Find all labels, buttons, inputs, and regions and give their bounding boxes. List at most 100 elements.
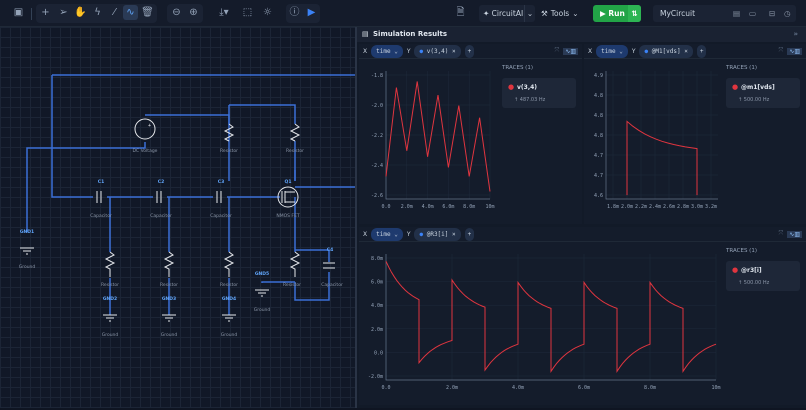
x-select[interactable]: time ⌄ (596, 44, 628, 58)
x-select-value: time (601, 47, 616, 55)
axes (605, 71, 718, 200)
component-ref: GND4 (222, 296, 236, 302)
sun-icon[interactable]: ☼ (263, 7, 272, 18)
trace-line (385, 261, 717, 374)
axes (385, 71, 490, 200)
run-options-icon[interactable]: ⇅ (628, 5, 641, 22)
select-box-icon[interactable]: ⬚ (242, 7, 253, 18)
nmos-fet-q1[interactable] (277, 186, 299, 208)
play-icon[interactable]: ▶ (307, 7, 316, 18)
resistor-2[interactable] (289, 123, 301, 142)
run-button[interactable]: ▶ Run⇅ (593, 5, 641, 22)
collapse-icon[interactable]: » (793, 30, 798, 38)
trace-color-dot-icon: ● (732, 266, 739, 274)
resistor-3[interactable] (104, 251, 116, 277)
dc-voltage-source[interactable] (134, 118, 156, 140)
download-icon[interactable]: ⤓▾ (219, 7, 229, 18)
trace-card[interactable]: ● @m1[vds] ↑ 500.00 Hz (726, 78, 800, 108)
y-tick-label: 6.0m (371, 280, 383, 286)
resistor-6[interactable] (289, 251, 301, 277)
folder-icon[interactable]: ▭ (749, 9, 757, 18)
waveform-icon[interactable]: ∿ (123, 5, 138, 20)
add-trace-button[interactable]: + (464, 227, 475, 241)
resistor-1[interactable] (223, 123, 235, 142)
y-select[interactable]: ● @M1[vds] × (639, 44, 693, 58)
zoom-out-icon[interactable]: ⊖ (172, 7, 181, 18)
hand-icon[interactable]: ✋ (74, 7, 87, 18)
zoom-group (167, 4, 203, 23)
history-icon[interactable]: ◷ (784, 9, 791, 18)
zoom-in-icon[interactable]: ⊕ (189, 7, 198, 18)
x-tick-label: 3.2m (705, 204, 717, 210)
component-label: Ground (161, 332, 178, 338)
component-label: Ground (102, 332, 119, 338)
lightning-icon[interactable]: ϟ (94, 7, 101, 18)
plus-icon[interactable]: + (41, 7, 50, 18)
x-tick-label: 4.0m (512, 385, 524, 391)
y-tick-label: -2.2 (371, 133, 383, 139)
chart-view-toggle-icon[interactable]: ∿▥ (563, 47, 578, 55)
add-trace-button[interactable]: + (464, 44, 475, 58)
traces-heading: TRACES (1) (502, 65, 533, 71)
sidebar-toggle-icon[interactable]: ▣ (13, 7, 24, 18)
capacitor-c4[interactable] (323, 262, 335, 269)
resistor-4[interactable] (163, 251, 175, 277)
y-select[interactable]: ● @R3[i] × (414, 227, 461, 241)
tools-chevron-icon: ⌄ (572, 9, 579, 18)
y-label: Y (631, 47, 636, 55)
ground-gnd1[interactable] (20, 247, 34, 255)
fit-icon[interactable]: ⤧ (778, 230, 784, 237)
ground-gnd3[interactable] (162, 314, 176, 322)
component-ref: C3 (218, 179, 224, 185)
fit-icon[interactable]: ⤧ (554, 47, 560, 54)
chart-toolbar: X time ⌄ Y ● v(3,4) × + ⤧ ∿▥ (359, 44, 582, 59)
x-tick-label: 6.0m (578, 385, 590, 391)
traces-heading: TRACES (1) (726, 65, 757, 71)
resistor-5[interactable] (223, 251, 235, 277)
chart-view-toggle-icon[interactable]: ∿▥ (787, 47, 802, 55)
document-icon[interactable]: 🗎 (456, 7, 465, 18)
x-select[interactable]: time ⌄ (371, 227, 403, 241)
pointer-icon[interactable]: ➢ (59, 7, 68, 18)
fit-icon[interactable]: ⤧ (778, 47, 784, 54)
tools-menu[interactable]: ⚒Tools⌄ (541, 5, 589, 22)
y-tick-label: 4.8 (594, 93, 603, 99)
ground-gnd2[interactable] (103, 314, 117, 322)
trace-card[interactable]: ● v(3,4) ↑ 487.03 Hz (502, 78, 576, 108)
component-label: Resistor (286, 148, 304, 154)
x-select[interactable]: time ⌄ (371, 44, 403, 58)
ground-gnd5[interactable] (255, 289, 269, 297)
x-tick-label: 10m (485, 204, 494, 210)
chart-view-toggle-icon[interactable]: ∿▥ (787, 230, 802, 238)
trash-icon[interactable]: 🗑 (141, 7, 154, 18)
y-tick-label: -1.8 (371, 73, 383, 79)
x-tick-label: 1.8m (607, 204, 619, 210)
top-toolbar: ▣ + ➢ ✋ ϟ ⁄ ∿ 🗑 ⊖ ⊕ ⤓▾ ⬚ ☼ ⓘ ▶ 🗎 ✦ Circu… (0, 0, 806, 27)
y-select-value: @R3[i] (426, 230, 449, 238)
save-icon[interactable]: ▤ (733, 9, 741, 18)
y-tick-label: 4.6 (594, 193, 603, 199)
info-icon[interactable]: ⓘ (289, 7, 300, 18)
circuit-ai-button[interactable]: ✦ CircuitAI⌄ (479, 5, 535, 22)
component-ref: C1 (98, 179, 104, 185)
component-label: Capacitor (90, 213, 112, 219)
capacitor-c2[interactable] (156, 191, 162, 203)
capacitor-c3[interactable] (216, 191, 222, 203)
circuit-name-field[interactable]: MyCircuit ▤ ▭ ⊟ ◷ (653, 5, 796, 22)
chevron-down-icon[interactable]: ⌄ (524, 5, 535, 22)
component-label: DC Voltage (133, 148, 158, 154)
trace-card[interactable]: ● @r3[i] ↑ 500.00 Hz (726, 261, 800, 291)
y-label: Y (406, 230, 411, 238)
export-icon[interactable]: ⊟ (769, 9, 776, 18)
capacitor-c1[interactable] (96, 191, 102, 203)
ground-gnd4[interactable] (222, 314, 236, 322)
y-tick-label: 4.8 (594, 113, 603, 119)
add-trace-button[interactable]: + (696, 44, 707, 58)
y-select[interactable]: ● v(3,4) × (414, 44, 461, 58)
trace-line (626, 120, 698, 196)
probe-icon[interactable]: ⁄ (113, 7, 116, 18)
